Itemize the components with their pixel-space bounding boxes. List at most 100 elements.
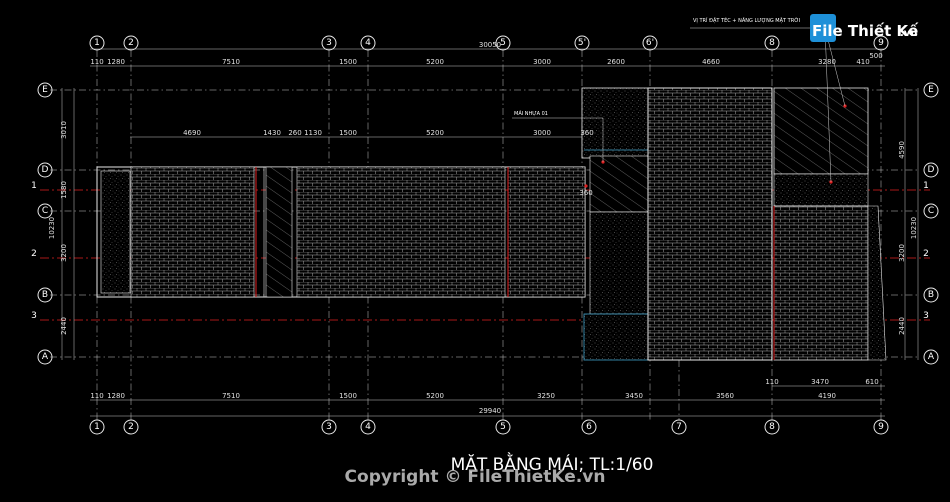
grid-bubble-label: 5 bbox=[500, 38, 506, 48]
grid-bubble-label: A bbox=[42, 352, 49, 362]
grid-bubble-label: 3 bbox=[326, 422, 332, 432]
dim-right-value: 4590 bbox=[898, 141, 906, 159]
grid-bubble-left: E bbox=[37, 82, 53, 98]
grid-bubble-label: 5' bbox=[578, 38, 586, 48]
grid-bubble-circle bbox=[89, 35, 105, 51]
grid-bubble-circle bbox=[360, 419, 376, 435]
dim-top-value: 5200 bbox=[426, 58, 444, 66]
grid-bubble-label: 2 bbox=[128, 422, 134, 432]
grid-bubble-circle bbox=[671, 419, 687, 435]
grid-bubble-circle bbox=[923, 162, 939, 178]
dim-top-value: 2600 bbox=[607, 58, 625, 66]
grid-bubble-label: A bbox=[928, 352, 935, 362]
grid-bubble-label: C bbox=[42, 206, 48, 216]
dim-top-value: 4660 bbox=[702, 58, 720, 66]
dim-right-value: 3200 bbox=[898, 244, 906, 262]
grid-bubble-circle bbox=[495, 419, 511, 435]
grid-bubble-circle bbox=[495, 35, 511, 51]
grid-bubble-circle bbox=[873, 35, 889, 51]
dim-left-value: 1580 bbox=[60, 181, 68, 199]
grid-bubble-label: D bbox=[42, 165, 49, 175]
dim-bottom-total: 29940 bbox=[479, 407, 501, 415]
red-line-label-left: 2 bbox=[31, 249, 37, 259]
dim-inner-value: 5200 bbox=[426, 129, 444, 137]
logo-domain: .vn bbox=[900, 28, 917, 39]
dim-inner-value: 1130 bbox=[304, 129, 322, 137]
dim-top-value: 3000 bbox=[533, 58, 551, 66]
grid-bubble-bottom: 9 bbox=[873, 419, 889, 435]
dim-bottom-value: 3450 bbox=[625, 392, 643, 400]
grid-bubbles-left: E D C B A bbox=[37, 82, 53, 365]
grid-bubble-left: C bbox=[37, 203, 53, 219]
grid-bubble-right: A bbox=[923, 349, 939, 365]
grid-bubble-label: 9 bbox=[878, 422, 884, 432]
grid-bubble-circle bbox=[321, 419, 337, 435]
grid-bubble-top: 5 bbox=[495, 35, 511, 51]
grid-bubble-bottom: 7 bbox=[671, 419, 687, 435]
dim-left-total: 10230 bbox=[48, 217, 56, 239]
dim-top-value: 110 bbox=[90, 58, 103, 66]
dim-inner-value: 3000 bbox=[533, 129, 551, 137]
grid-bubble-label: 1 bbox=[94, 38, 100, 48]
copyright-watermark: Copyright © FileThietKe.vn bbox=[345, 467, 606, 487]
dim-inner-value: 360 bbox=[580, 129, 593, 137]
logo-badge-icon bbox=[810, 14, 836, 42]
grid-bubble-label: 4 bbox=[365, 422, 371, 432]
grid-bubble-left: D bbox=[37, 162, 53, 178]
grid-bubble-top: 9 bbox=[873, 35, 889, 51]
dim-top-value: 1280 bbox=[107, 58, 125, 66]
grid-bubble-circle bbox=[923, 203, 939, 219]
grid-bubble-circle bbox=[873, 419, 889, 435]
grid-bubble-label: 8 bbox=[769, 422, 775, 432]
dim-top-value: 3280 bbox=[818, 58, 836, 66]
grid-bubble-bottom: 6 bbox=[581, 419, 597, 435]
dim-left-value: 2440 bbox=[60, 317, 68, 335]
grid-bubble-circle bbox=[923, 349, 939, 365]
red-line-label-right: 1 bbox=[923, 181, 929, 191]
logo-text: File Thiết Kế bbox=[812, 21, 919, 40]
roof-material-note: MÁI NHỰA 01 bbox=[514, 110, 548, 117]
grid-bubble-right: B bbox=[923, 287, 939, 303]
grid-bubble-right: D bbox=[923, 162, 939, 178]
filethietke-logo: File Thiết Kế .vn bbox=[810, 14, 919, 42]
grid-bubble-label: 1 bbox=[94, 422, 100, 432]
grid-bubble-label: D bbox=[928, 165, 935, 175]
solar-tank-note: VỊ TRÍ ĐẶT TÉC + NĂNG LƯỢNG MẶT TRỜI bbox=[693, 16, 800, 24]
red-line-label-left: 1 bbox=[31, 181, 37, 191]
grid-bubble-bottom: 4 bbox=[360, 419, 376, 435]
grid-bubble-label: B bbox=[928, 290, 934, 300]
dim-inner-value: 260 bbox=[288, 129, 301, 137]
dim-left-value: 3200 bbox=[60, 244, 68, 262]
grid-bubble-label: 6 bbox=[586, 422, 592, 432]
grid-bubble-circle bbox=[123, 419, 139, 435]
left-roof-block bbox=[96, 166, 586, 298]
red-line-label-right: 3 bbox=[923, 311, 929, 321]
grid-bubble-label: 6' bbox=[646, 38, 654, 48]
grid-bubble-top: 6' bbox=[642, 35, 658, 51]
red-line-label-right: 2 bbox=[923, 249, 929, 259]
grid-bubble-circle bbox=[37, 287, 53, 303]
grid-bubble-circle bbox=[37, 82, 53, 98]
dim-bottom-right-value: 110 bbox=[765, 378, 778, 386]
right-roof-block bbox=[512, 27, 887, 361]
grid-bubbles-bottom: 1 2 3 4 5 6 7 8 9 bbox=[89, 419, 889, 435]
grid-bubble-circle bbox=[123, 35, 139, 51]
grid-bubble-left: B bbox=[37, 287, 53, 303]
dimension-lines bbox=[61, 48, 919, 417]
grid-bubble-bottom: 5 bbox=[495, 419, 511, 435]
grid-bubble-label: 3 bbox=[326, 38, 332, 48]
grid-bubble-label: 8 bbox=[769, 38, 775, 48]
dim-inner-extra: 360 bbox=[579, 189, 592, 197]
grid-bubble-left: A bbox=[37, 349, 53, 365]
grid-bubble-circle bbox=[360, 35, 376, 51]
dim-top-total: 30050 bbox=[479, 41, 501, 49]
grid-bubble-top: 2 bbox=[123, 35, 139, 51]
grid-bubble-circle bbox=[764, 419, 780, 435]
drawing-title: MẶT BẰNG MÁI; TL:1/60 bbox=[451, 451, 654, 475]
